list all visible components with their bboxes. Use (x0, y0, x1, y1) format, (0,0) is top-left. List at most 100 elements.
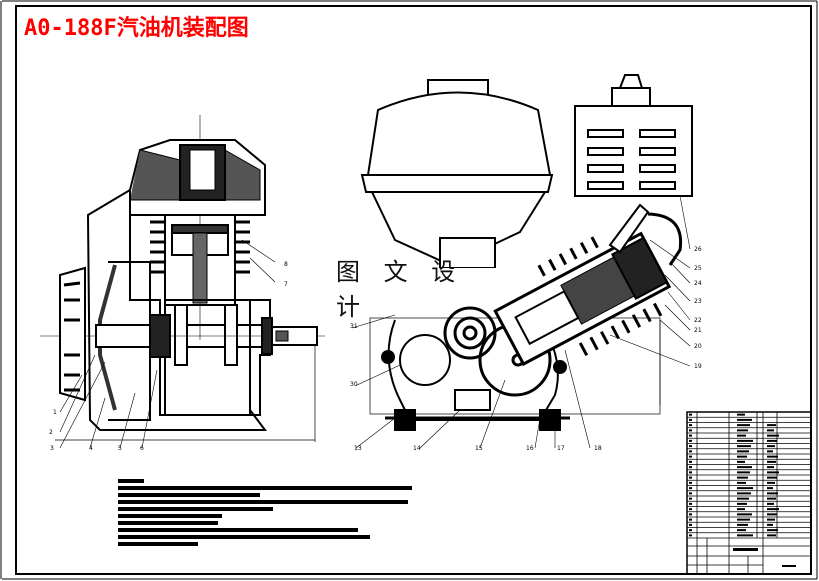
parts-list-cell-text (689, 508, 692, 511)
parts-list-cell-text (737, 492, 751, 495)
part-label: 31 (350, 323, 358, 330)
watermark: 图 文 设 计 (336, 258, 496, 321)
parts-list-cell-text (767, 518, 775, 521)
part-label: 25 (694, 265, 702, 272)
parts-list-cell-text (737, 502, 747, 505)
parts-list-cell-text (737, 429, 748, 432)
parts-list-cell-text (767, 513, 777, 516)
parts-list-cell-text (689, 460, 692, 463)
parts-list-cell-text (737, 466, 752, 469)
parts-list-cell-text (689, 513, 692, 516)
parts-list-cell-text (737, 497, 749, 500)
part-label: 5 (118, 445, 122, 452)
parts-list-cell-text (737, 460, 745, 463)
parts-list-cell-text (737, 445, 751, 448)
parts-list-cell-text (767, 476, 777, 479)
parts-list-cell-text (689, 424, 692, 427)
parts-list-cell-text (737, 476, 748, 479)
parts-list-cell-text (689, 497, 692, 500)
parts-list-cell-text (689, 518, 692, 521)
parts-list-cell-text (737, 487, 753, 490)
parts-list-cell-text (689, 476, 692, 479)
parts-list-cell-text (767, 487, 773, 490)
parts-list-cell-text (737, 424, 750, 427)
part-label: 13 (354, 445, 362, 452)
parts-list-cell-text (689, 450, 692, 453)
title-block (686, 411, 812, 575)
parts-list-cell-text (737, 518, 750, 521)
parts-list-cell-text (737, 450, 749, 453)
parts-list-cell-text (767, 529, 778, 532)
parts-list-cell-text (767, 492, 778, 495)
parts-list-cell-text (737, 481, 746, 484)
part-label: 6 (140, 445, 144, 452)
parts-list-cell-text (767, 523, 773, 526)
parts-list-cell-text (767, 455, 778, 458)
drawing-border (15, 5, 812, 575)
parts-list-cell-text (767, 429, 774, 432)
part-label: 4 (89, 445, 93, 452)
part-label: 18 (594, 445, 602, 452)
parts-list-cell-text (737, 413, 745, 416)
part-label: 20 (694, 343, 702, 350)
left-view-leaders (59, 239, 276, 449)
part-label: 30 (350, 381, 358, 388)
parts-list-cell-text (689, 413, 692, 416)
parts-list-cell-text (767, 508, 779, 511)
parts-list-cell-text (737, 523, 748, 526)
drawing-title: A0-188F汽油机装配图 (24, 16, 249, 41)
parts-list-cell-text (689, 492, 692, 495)
part-label: 24 (694, 280, 702, 287)
part-label: 19 (694, 363, 702, 370)
parts-list-cell-text (737, 513, 752, 516)
parts-list-cell-text (767, 497, 776, 500)
part-label: 14 (413, 445, 421, 452)
technical-notes (118, 479, 412, 546)
parts-list-cell-text (767, 481, 775, 484)
parts-list-cell-text (689, 529, 692, 532)
parts-list-cell-text (737, 529, 746, 532)
parts-list-cell-text (689, 487, 692, 490)
parts-list-cell-text (767, 450, 773, 453)
parts-list-cell-text (737, 455, 747, 458)
parts-list-cell-text (767, 434, 779, 437)
parts-list-cell-text (689, 523, 692, 526)
right-view-leaders (351, 195, 691, 449)
part-label: 16 (526, 445, 534, 452)
right-front-view (360, 74, 693, 431)
parts-list-cell-text (737, 508, 745, 511)
parts-list-cell-text (689, 534, 692, 537)
title-block-drawing-number (782, 565, 796, 567)
parts-list-cell-text (767, 424, 776, 427)
title-block-name (733, 548, 758, 551)
part-label: 2 (49, 429, 53, 436)
parts-list-cell-text (689, 455, 692, 458)
parts-list-cell-text (689, 445, 692, 448)
parts-list-cell-text (689, 466, 692, 469)
parts-list-cell-text (689, 429, 692, 432)
part-label: 21 (694, 327, 702, 334)
part-label: 17 (557, 445, 565, 452)
part-label: 15 (475, 445, 483, 452)
parts-list-cell-text (767, 502, 774, 505)
parts-list-cell-text (767, 439, 777, 442)
parts-list-cell-text (737, 534, 753, 537)
parts-list-cell-text (689, 502, 692, 505)
parts-list-cell-text (737, 471, 750, 474)
parts-list-cell-text (767, 471, 779, 474)
parts-list-cell-text (737, 439, 753, 442)
part-label: 7 (284, 281, 288, 288)
parts-list-cell-text (767, 534, 776, 537)
left-section-view (40, 115, 325, 442)
part-label: 1 (53, 409, 57, 416)
part-label: 26 (694, 246, 702, 253)
part-label: 22 (694, 317, 702, 324)
part-label: 23 (694, 298, 702, 305)
parts-list-cell-text (689, 434, 692, 437)
parts-list-cell-text (689, 471, 692, 474)
right-view-part-labels: 31 30 13 14 15 16 17 18 19 20 21 22 23 2… (350, 246, 702, 452)
parts-list-cell-text (767, 445, 775, 448)
parts-list-cell-text (737, 418, 752, 421)
parts-list-cell-text (689, 481, 692, 484)
part-label: 8 (284, 261, 288, 268)
